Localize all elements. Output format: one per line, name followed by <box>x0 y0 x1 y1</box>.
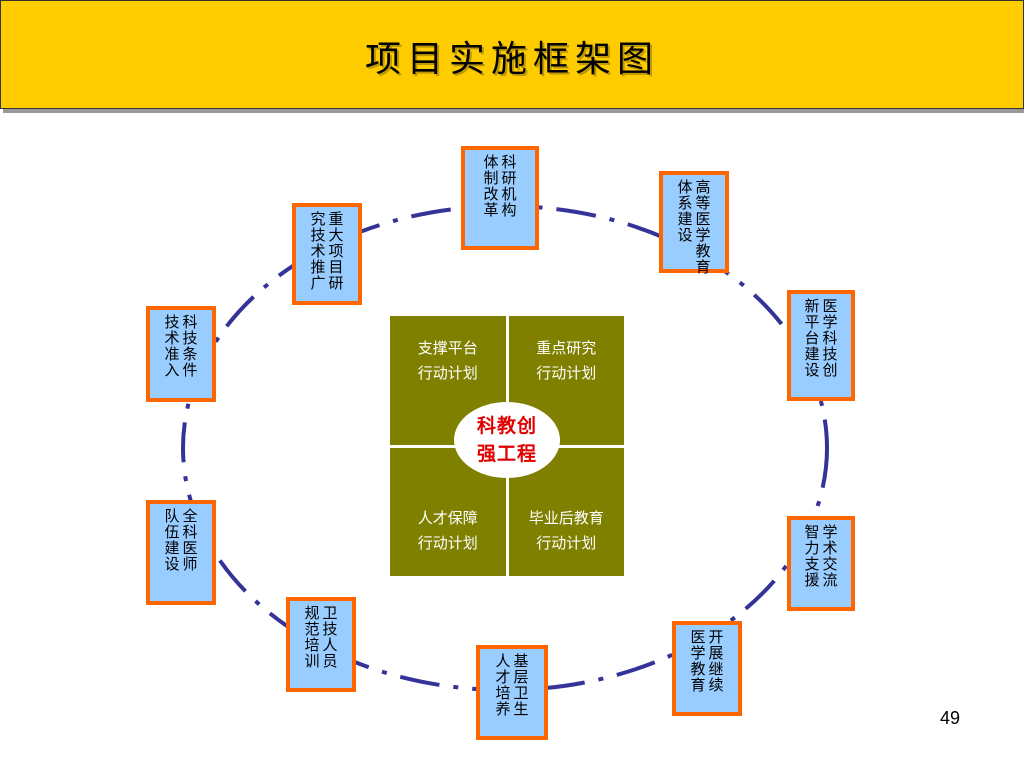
node-text-left: 医学教育 <box>690 628 706 694</box>
node-text-left: 人才培养 <box>495 652 511 718</box>
node-text-right: 全科医师 <box>182 507 198 573</box>
node-research-institution-reform: 科研机构 体制改革 <box>461 146 539 250</box>
title-banner <box>0 0 1024 109</box>
node-text-left: 体系建设 <box>677 178 693 244</box>
node-text-right: 开展继续 <box>708 628 724 694</box>
cell-line: 人才保障 <box>417 509 478 527</box>
node-text-left: 队伍建设 <box>164 507 180 573</box>
node-continuing-medical-education: 开展继续 医学教育 <box>672 621 742 716</box>
slide-title: 项目实施框架图 <box>364 39 659 80</box>
cell-line: 行动计划 <box>417 364 478 382</box>
node-text-right: 科技条件 <box>182 313 198 379</box>
node-text-left: 技术准入 <box>164 313 180 379</box>
node-text-right: 卫技人员 <box>322 604 338 670</box>
cell-line: 行动计划 <box>417 534 478 552</box>
cell-line: 行动计划 <box>536 364 597 382</box>
hub-line-2: 强工程 <box>476 443 537 465</box>
node-text-right: 重大项目研 <box>328 210 344 292</box>
node-medical-innovation-platform: 医学科技创 新平台建设 <box>787 290 855 401</box>
cell-line: 毕业后教育 <box>528 509 604 527</box>
cell-line: 支撑平台 <box>417 339 478 357</box>
node-text-right: 基层卫生 <box>513 652 529 718</box>
node-general-practitioner-team: 全科医师 队伍建设 <box>146 500 216 605</box>
page-number: 49 <box>940 708 961 728</box>
node-higher-medical-education: 高等医学教育 体系建设 <box>659 171 729 276</box>
node-text-right: 医学科技创 <box>822 297 838 379</box>
node-text-left: 究技术推广 <box>310 210 326 292</box>
hub-line-1: 科教创 <box>476 415 537 437</box>
node-academic-exchange: 学术交流 智力支援 <box>787 516 855 611</box>
node-text-right: 学术交流 <box>822 523 838 589</box>
node-text-left: 规范培训 <box>304 604 320 670</box>
center-hub: 科教创 强工程 <box>454 402 560 478</box>
node-text-left: 体制改革 <box>483 153 499 219</box>
node-text-left: 新平台建设 <box>804 297 820 379</box>
node-health-staff-training: 卫技人员 规范培训 <box>286 597 356 692</box>
cell-line: 重点研究 <box>536 339 597 357</box>
node-text-left: 智力支援 <box>804 523 820 589</box>
node-technology-access: 科技条件 技术准入 <box>146 306 216 402</box>
node-text-right: 科研机构 <box>501 153 517 219</box>
node-major-project-promotion: 重大项目研 究技术推广 <box>292 203 362 305</box>
node-text-right: 高等医学教育 <box>695 178 711 276</box>
cell-line: 行动计划 <box>536 534 597 552</box>
node-grassroots-health-talent: 基层卫生 人才培养 <box>476 645 548 740</box>
